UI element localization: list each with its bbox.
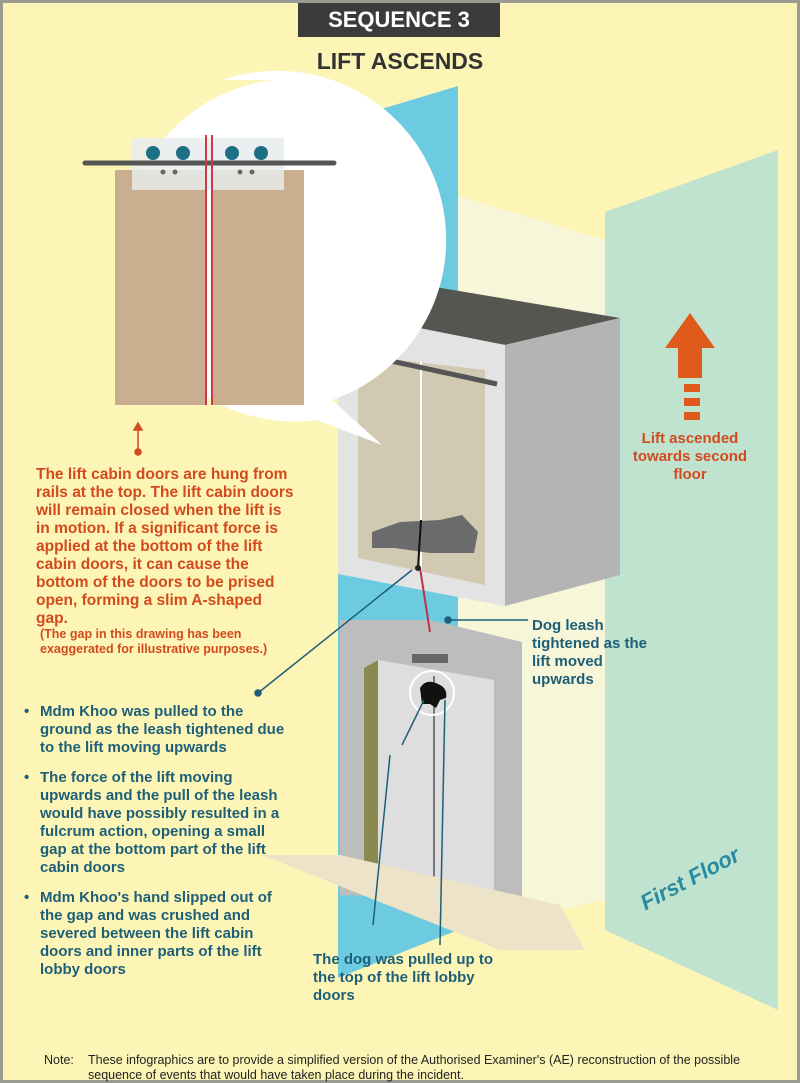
- callout-description: The lift cabin doors are hung from rails…: [36, 466, 294, 627]
- lobby-door-jamb: [364, 660, 378, 894]
- zoomed-door-left: [115, 170, 207, 405]
- note-label: Note:: [44, 1053, 74, 1067]
- event-bullets: •Mdm Khoo was pulled to the ground as th…: [24, 703, 286, 991]
- dog-icon: [420, 681, 447, 708]
- bullet-icon: •: [24, 889, 30, 906]
- pointer-lines: [254, 569, 528, 946]
- green-wall: [605, 150, 778, 1010]
- callout-note: (The gap in this drawing has been exagge…: [40, 627, 268, 656]
- dog-leash: [419, 567, 431, 633]
- dog-highlight: [409, 670, 455, 716]
- sequence-label: SEQUENCE 3: [298, 3, 500, 37]
- fallen-person: [372, 515, 478, 553]
- callout-pointer: [132, 421, 144, 456]
- lobby-doors: [378, 660, 494, 892]
- bullet-icon: •: [24, 703, 30, 720]
- list-item: •Mdm Khoo was pulled to the ground as th…: [24, 703, 285, 756]
- floor-indicator: [412, 654, 448, 663]
- footer-note: Note: These infographics are to provide a…: [44, 1053, 784, 1083]
- list-item: •Mdm Khoo's hand slipped out of the gap …: [24, 889, 272, 978]
- floor-slab: [262, 855, 585, 950]
- page-title: LIFT ASCENDS: [316, 48, 484, 74]
- lift-ascended-label: Lift ascended towards second floor: [632, 430, 748, 483]
- dog-leash-label: Dog leash tightened as the lift moved up…: [532, 617, 648, 688]
- list-item: •The force of the lift moving upwards an…: [24, 769, 280, 876]
- bullet-icon: •: [24, 769, 30, 786]
- note-text: These infographics are to provide a simp…: [88, 1053, 741, 1082]
- zoomed-door-right: [212, 170, 304, 405]
- up-arrow-icon: [665, 313, 715, 420]
- cabin-side: [505, 318, 620, 606]
- dog-pulled-label: The dog was pulled up to the top of the …: [313, 951, 493, 1004]
